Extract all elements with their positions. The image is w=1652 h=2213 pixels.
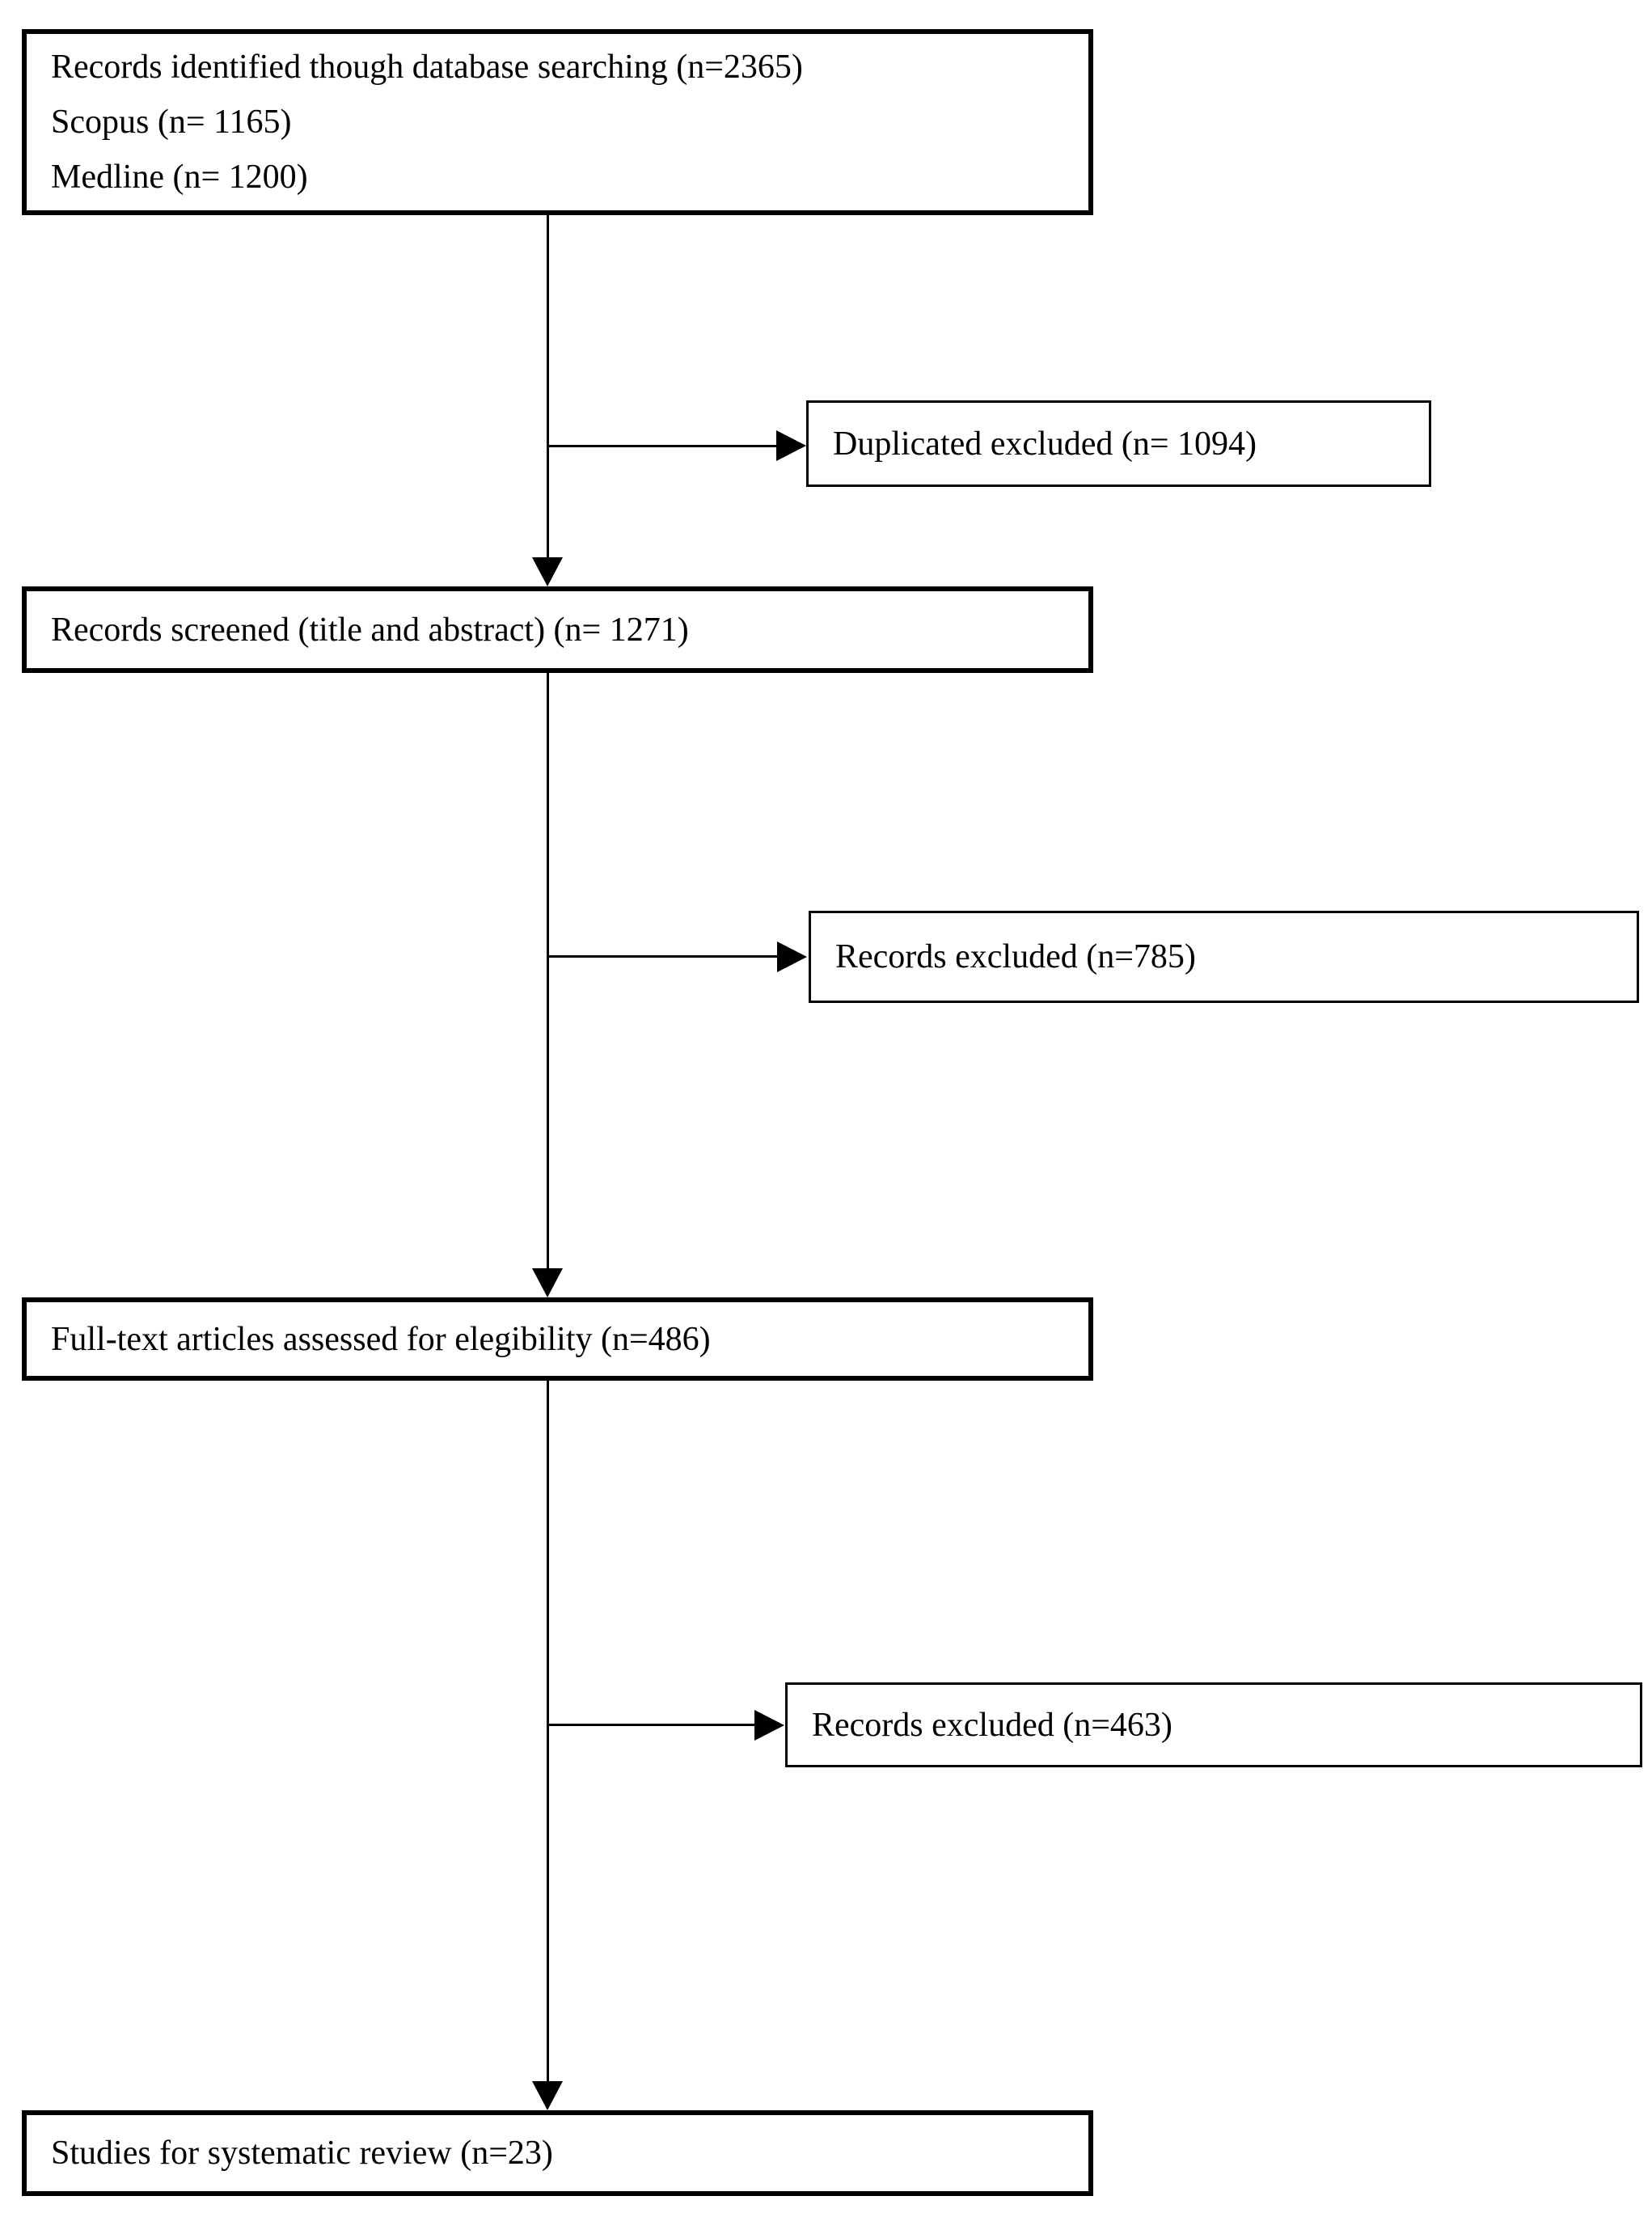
records-identified-scopus-label: Scopus (n= 1165) (51, 104, 292, 141)
records-identified-medline-label: Medline (n= 1200) (51, 159, 308, 196)
arrowhead-right-to-duplicates-excluded (776, 430, 806, 461)
box-studies-included: Studies for systematic review (n=23) (22, 2110, 1093, 2196)
box-records-excluded-screening: Records excluded (n=785) (809, 911, 1639, 1003)
fulltext-assessed-label: Full-text articles assessed for elegibil… (51, 1320, 711, 1358)
connector-fulltext-to-included (547, 1381, 549, 2081)
connector-to-duplicates-excluded (547, 445, 780, 447)
records-excluded-screening-label: Records excluded (n=785) (835, 938, 1196, 975)
records-excluded-fulltext-label: Records excluded (n=463) (812, 1706, 1172, 1744)
box-fulltext-assessed: Full-text articles assessed for elegibil… (22, 1297, 1093, 1381)
box-duplicates-excluded: Duplicated excluded (n= 1094) (806, 400, 1431, 487)
arrowhead-down-to-screened (532, 557, 563, 586)
arrowhead-right-to-records-excluded-fulltext (754, 1710, 784, 1741)
box-records-excluded-fulltext: Records excluded (n=463) (785, 1682, 1642, 1767)
box-records-screened: Records screened (title and abstract) (n… (22, 586, 1093, 673)
arrowhead-down-to-fulltext (532, 1268, 563, 1297)
records-identified-total-label: Records identified though database searc… (51, 49, 803, 86)
studies-included-label: Studies for systematic review (n=23) (51, 2135, 553, 2172)
box-records-identified: Records identified though database searc… (22, 29, 1093, 215)
arrowhead-down-to-included (532, 2081, 563, 2110)
arrowhead-right-to-records-excluded-screening (777, 941, 807, 972)
connector-to-records-excluded-screening (547, 955, 779, 958)
connector-screened-to-fulltext (547, 673, 549, 1268)
records-screened-label: Records screened (title and abstract) (n… (51, 611, 689, 649)
connector-identified-to-screened (547, 215, 549, 560)
connector-to-records-excluded-fulltext (547, 1724, 756, 1726)
duplicates-excluded-label: Duplicated excluded (n= 1094) (833, 425, 1257, 463)
